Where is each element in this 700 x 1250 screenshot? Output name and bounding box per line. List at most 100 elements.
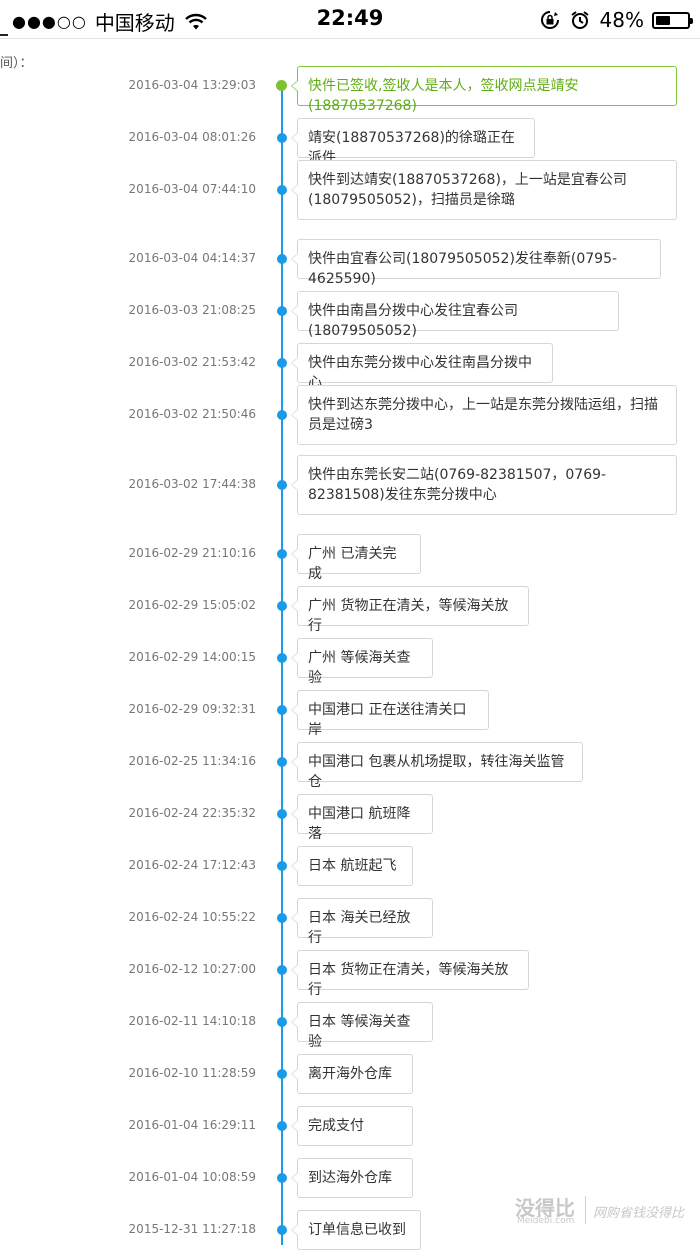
status-message: 日本 货物正在清关，等候海关放行 [291,950,529,998]
timeline-dot [277,133,287,143]
wifi-icon [184,13,207,29]
timeline-entry: 2016-03-04 07:44:10 快件到达靖安(18870537268)，上… [0,160,700,220]
entry-timestamp: 2016-03-02 21:53:42 [128,355,256,369]
timeline-entry: 2016-02-29 14:00:15 广州 等候海关查验 [0,638,700,686]
entry-timestamp: 2016-03-04 13:29:03 [128,78,256,92]
rotation-lock-icon [540,11,559,29]
entry-timestamp: 2016-03-02 17:44:38 [128,477,256,491]
timeline-entry: 2016-02-29 21:10:16 广州 已清关完成 [0,534,700,582]
status-message: 中国港口 包裹从机场提取，转往海关监管仓 [291,742,583,790]
timeline-entry: 2016-01-04 16:29:11 完成支付 [0,1106,700,1146]
timeline-entry: 2016-02-24 10:55:22 日本 海关已经放行 [0,898,700,946]
timeline-dot [277,601,287,611]
entry-timestamp: 2016-02-24 22:35:32 [128,806,256,820]
timeline-entry: 2016-02-12 10:27:00 日本 货物正在清关，等候海关放行 [0,950,700,998]
timeline-entry: 2016-03-02 21:53:42 快件由东莞分拨中心发往南昌分拨中心 [0,343,700,391]
status-message: 日本 海关已经放行 [291,898,433,946]
timeline-entry: 2016-02-11 14:10:18 日本 等候海关查验 [0,1002,700,1050]
current-status-message: 快件已签收,签收人是本人，签收网点是靖安(18870537268) [291,66,677,114]
entry-timestamp: 2016-02-12 10:27:00 [128,962,256,976]
timeline-dot [277,358,287,368]
timeline-dot [277,757,287,767]
status-message: 靖安(18870537268)的徐璐正在派件 [291,118,535,166]
entry-timestamp: 2016-02-29 21:10:16 [128,546,256,560]
timeline-dot [277,1225,287,1235]
entry-timestamp: 2016-01-04 10:08:59 [128,1170,256,1184]
timeline-dot [277,480,287,490]
battery-percent: 48% [599,8,644,32]
status-message: 快件到达东莞分拨中心，上一站是东莞分拨陆运组，扫描员是过磅3 [291,385,677,445]
timeline-entry: 2016-03-02 21:50:46 快件到达东莞分拨中心，上一站是东莞分拨陆运… [0,385,700,445]
timeline-entry: 2016-02-24 17:12:43 日本 航班起飞 [0,846,700,886]
timeline-axis [281,86,283,1245]
status-message: 中国港口 航班降落 [291,794,433,842]
watermark-logo: 没得比 [515,1196,575,1220]
status-message: 快件由东莞分拨中心发往南昌分拨中心 [291,343,553,391]
timeline-entry: 2016-02-29 09:32:31 中国港口 正在送往清关口岸 [0,690,700,738]
timeline-entry: 2016-03-04 04:14:37 快件由宜春公司(18079505052)发… [0,239,700,287]
entry-timestamp: 2016-02-29 14:00:15 [128,650,256,664]
entry-timestamp: 2016-02-11 14:10:18 [128,1014,256,1028]
entry-timestamp: 2016-02-29 15:05:02 [128,598,256,612]
timeline-dot [277,705,287,715]
entry-timestamp: 2016-03-02 21:50:46 [128,407,256,421]
timeline-dot [277,965,287,975]
status-message: 快件由南昌分拨中心发往宜春公司(18079505052) [291,291,619,339]
timeline-dot [277,549,287,559]
timeline-entry: 2015-12-31 11:27:18 订单信息已收到 [0,1210,700,1250]
status-message: 到达海外仓库 [291,1158,413,1198]
status-message: 广州 已清关完成 [291,534,421,582]
signal-strength: ●●●○○ [12,12,87,31]
timeline-dot [277,1069,287,1079]
status-message: 日本 等候海关查验 [291,1002,433,1050]
timeline-dot [277,410,287,420]
entry-timestamp: 2016-02-24 17:12:43 [128,858,256,872]
entry-timestamp: 2016-03-04 07:44:10 [128,182,256,196]
status-message: 广州 等候海关查验 [291,638,433,686]
timeline-dot [277,913,287,923]
entry-timestamp: 2016-02-29 09:32:31 [128,702,256,716]
timeline-entry: 2016-03-02 17:44:38 快件由东莞长安二站(0769-823815… [0,455,700,515]
watermark: 没得比 Meidebi.com 网购省钱没得比 [515,1192,695,1232]
watermark-slogan: 网购省钱没得比 [593,1206,685,1221]
timeline-dot [277,1121,287,1131]
timeline-entry: 2016-02-29 15:05:02 广州 货物正在清关，等候海关放行 [0,586,700,634]
status-message: 日本 航班起飞 [291,846,413,886]
status-message: 订单信息已收到 [291,1210,421,1250]
timeline-entry: 2016-02-10 11:28:59 离开海外仓库 [0,1054,700,1094]
entry-timestamp: 2015-12-31 11:27:18 [128,1222,256,1236]
timeline-entry: 2016-01-04 10:08:59 到达海外仓库 [0,1158,700,1198]
entry-timestamp: 2016-02-10 11:28:59 [128,1066,256,1080]
entry-timestamp: 2016-01-04 16:29:11 [128,1118,256,1132]
entry-timestamp: 2016-02-25 11:34:16 [128,754,256,768]
entry-timestamp: 2016-02-24 10:55:22 [128,910,256,924]
status-message: 快件由东莞长安二站(0769-82381507，0769-82381508)发往… [291,455,677,515]
scroll-indicator [0,34,8,36]
status-message: 完成支付 [291,1106,413,1146]
timeline-dot [277,1173,287,1183]
watermark-divider [585,1196,586,1224]
carrier-name: 中国移动 [94,11,175,35]
alarm-clock-icon [570,11,589,29]
status-message: 快件到达靖安(18870537268)，上一站是宜春公司(18079505052… [291,160,677,220]
status-message: 中国港口 正在送往清关口岸 [291,690,489,738]
header-divider [0,38,700,39]
timeline-entry: 2016-02-24 22:35:32 中国港口 航班降落 [0,794,700,842]
timeline-dot [277,861,287,871]
status-message: 离开海外仓库 [291,1054,413,1094]
watermark-domain: Meidebi.com [517,1216,575,1226]
entry-timestamp: 2016-03-04 04:14:37 [128,251,256,265]
timeline-dot [277,653,287,663]
timeline-dot [277,1017,287,1027]
timeline-dot [277,185,287,195]
battery-icon [652,11,693,29]
timeline-entry: 2016-03-04 13:29:03 快件已签收,签收人是本人，签收网点是靖安(… [0,66,700,114]
timeline-dot [277,306,287,316]
truncated-label: 间）： [0,56,33,71]
status-message: 快件由宜春公司(18079505052)发往奉新(0795-4625590) [291,239,661,287]
status-message: 广州 货物正在清关，等候海关放行 [291,586,529,634]
status-bar: ●●●○○ 中国移动 22:49 48% [0,0,700,38]
clock: 22:49 [316,6,384,30]
